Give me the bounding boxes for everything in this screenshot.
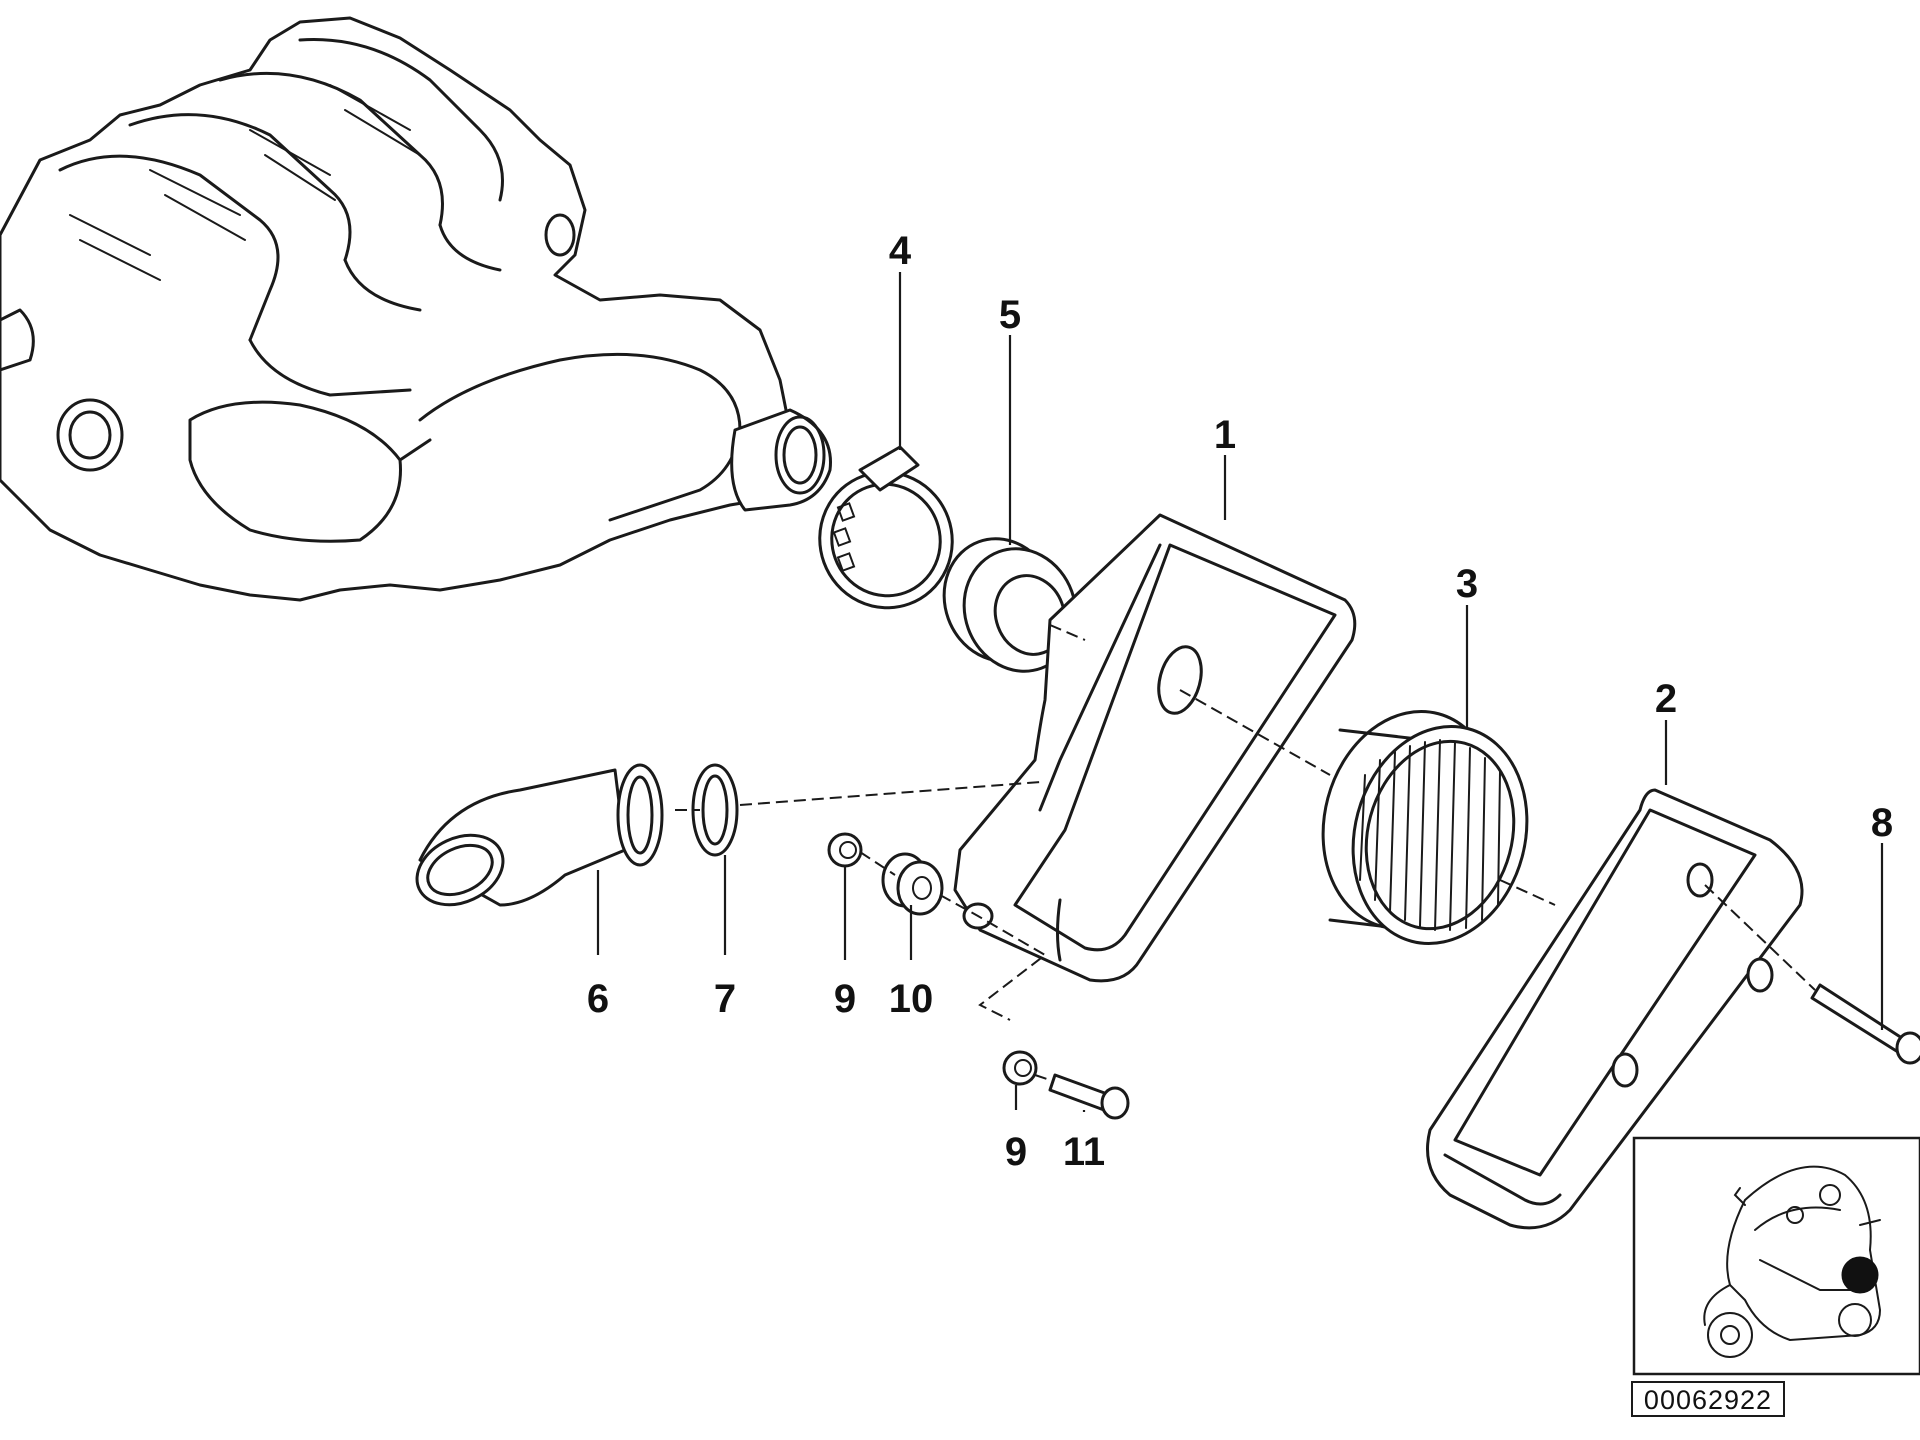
callout-4: 4 bbox=[889, 229, 912, 273]
washer-upper bbox=[827, 832, 863, 868]
reference-number: 00062922 bbox=[1644, 1385, 1772, 1415]
hose-clamp bbox=[818, 445, 954, 610]
callout-9-upper: 9 bbox=[834, 977, 856, 1021]
callout-2: 2 bbox=[1655, 677, 1677, 721]
intake-housing bbox=[0, 16, 832, 602]
callout-9-lower: 9 bbox=[1005, 1130, 1027, 1174]
callout-8: 8 bbox=[1871, 801, 1893, 845]
sealing-ring bbox=[691, 763, 739, 857]
callout-7: 7 bbox=[714, 977, 736, 1021]
scooter-icon bbox=[1703, 1165, 1882, 1358]
leader-lines bbox=[596, 272, 1884, 1112]
intake-elbow bbox=[415, 763, 664, 907]
callout-3: 3 bbox=[1456, 562, 1478, 606]
callouts: 1 2 3 4 5 6 7 8 9 10 9 11 bbox=[587, 229, 1893, 1174]
reference-number-box: 00062922 bbox=[1631, 1381, 1785, 1417]
callout-10: 10 bbox=[889, 977, 934, 1021]
location-marker bbox=[1841, 1256, 1879, 1294]
assembly-lines bbox=[675, 624, 1816, 1081]
rubber-bushing bbox=[881, 852, 944, 916]
filter-element bbox=[1321, 709, 1529, 946]
bolt-short bbox=[1048, 1073, 1130, 1120]
callout-5: 5 bbox=[999, 293, 1021, 337]
callout-1: 1 bbox=[1214, 413, 1236, 457]
callout-11: 11 bbox=[1063, 1130, 1105, 1174]
filter-cover bbox=[1426, 788, 1804, 1230]
washer-lower bbox=[1002, 1050, 1038, 1086]
location-thumbnail bbox=[1632, 1136, 1920, 1376]
bolt-long bbox=[1810, 983, 1920, 1065]
callout-6: 6 bbox=[587, 977, 609, 1021]
